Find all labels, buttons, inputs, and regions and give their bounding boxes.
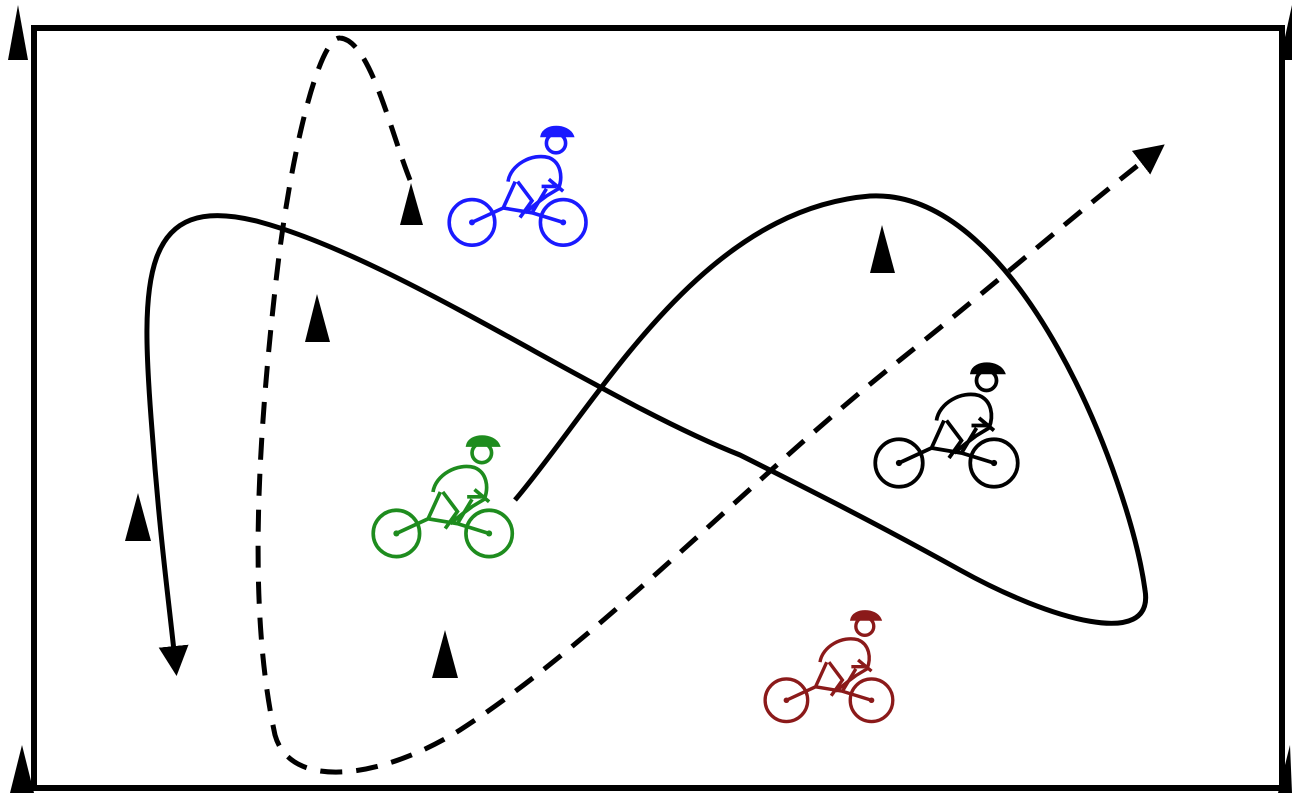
cyclist-blue <box>447 125 588 247</box>
corner-cone-bottom-left <box>10 745 34 793</box>
corner-cone-bottom-right <box>1278 745 1292 793</box>
cyclist-black <box>873 361 1020 489</box>
cyclist-red <box>763 609 895 724</box>
cone <box>432 630 458 678</box>
solid-path <box>144 193 1149 676</box>
dashed-path <box>255 35 1165 775</box>
cone <box>305 294 330 342</box>
corner-cone-top-left <box>8 5 28 60</box>
field-border <box>31 25 1285 791</box>
cone <box>870 225 895 273</box>
cone <box>125 493 151 541</box>
cone <box>400 183 423 225</box>
cyclist-green <box>371 434 515 559</box>
corner-cone-top-right <box>1280 5 1292 60</box>
